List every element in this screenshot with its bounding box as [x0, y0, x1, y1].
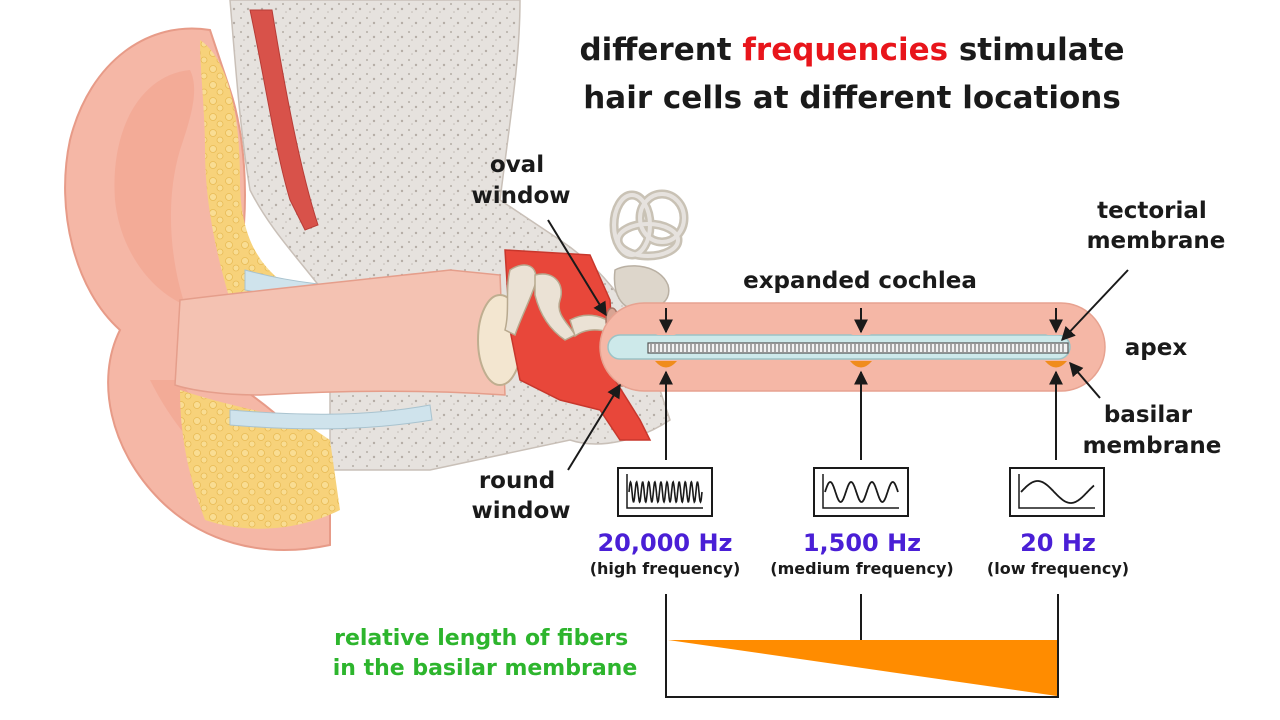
ear-canal	[174, 269, 506, 396]
fiber-length-wedge	[668, 640, 1057, 696]
waveform-box-low	[1009, 467, 1105, 517]
axis-low	[1018, 474, 1095, 509]
hair-cell-lines	[650, 344, 1064, 352]
frequency-value-low: 20 Hz	[1020, 529, 1096, 557]
hair-cell-bumps	[655, 361, 1067, 368]
frequency-desc-high: (high frequency)	[590, 559, 741, 578]
label-tectorial-membrane: tectorial membrane	[1087, 198, 1226, 254]
muscle-strip	[249, 9, 319, 231]
fiber-length-graphic	[665, 594, 1059, 698]
fiber-bracket	[665, 594, 1059, 698]
frequency-desc-medium: (medium frequency)	[770, 559, 953, 578]
waveform-medium-frequency	[824, 481, 899, 503]
frequency-value-medium: 1,500 Hz	[803, 529, 921, 557]
label-basilar-membrane: basilar membrane	[1083, 402, 1222, 459]
pointer-arrows	[547, 219, 1129, 471]
arrow-round-window	[567, 383, 621, 471]
arrow-basilar-membrane	[1069, 361, 1101, 399]
ossicle-incus	[534, 273, 577, 341]
axis-high	[626, 474, 703, 509]
frequency-desc-low: (low frequency)	[987, 559, 1129, 578]
frequency-value-high: 20,000 Hz	[597, 529, 732, 557]
label-fiber-length: relative length of fibers in the basilar…	[333, 626, 638, 681]
waveform-high-frequency	[628, 480, 703, 504]
label-round-window: round window	[471, 468, 570, 524]
waveform-low-frequency	[1020, 480, 1095, 504]
label-expanded-cochlea: expanded cochlea	[743, 268, 977, 294]
title-line-1: different frequencies stimulate	[579, 32, 1124, 68]
label-apex: apex	[1125, 335, 1188, 361]
expanded-cochlea	[599, 302, 1106, 392]
vestibule	[613, 265, 670, 311]
label-oval-window: oval window	[471, 152, 570, 209]
ossicle-malleus	[504, 264, 537, 337]
arrow-tectorial-membrane	[1061, 269, 1129, 342]
waveform-box-medium	[813, 467, 909, 517]
basilar-membrane-strip	[647, 342, 1069, 354]
waveform-box-high	[617, 467, 713, 517]
cartilage-lower	[229, 404, 433, 430]
title-line-2: hair cells at different locations	[583, 80, 1121, 116]
arrow-oval-window	[547, 219, 607, 317]
fatty-tissue-upper	[200, 40, 300, 300]
axis-medium	[822, 474, 899, 509]
auricle-inner-fold	[114, 70, 195, 305]
